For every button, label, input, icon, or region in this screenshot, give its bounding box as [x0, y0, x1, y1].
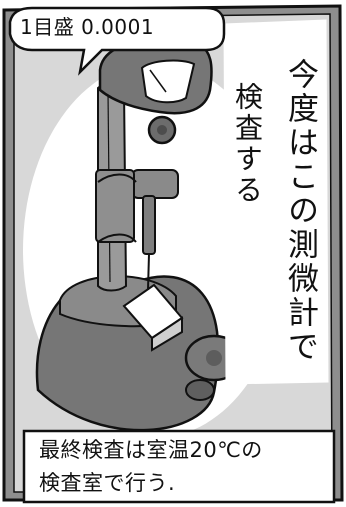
narration-text-left: 検査する	[231, 82, 264, 206]
narration-panel	[223, 19, 329, 385]
spindle-tip	[147, 253, 150, 291]
caption-line-1: 最終検査は室温20℃の	[39, 438, 263, 462]
dial-face	[140, 59, 196, 104]
clamp-strap	[97, 173, 137, 183]
measuring-spindle	[142, 195, 156, 255]
side-wheel	[185, 379, 215, 401]
speech-bubble-text: 1目盛 0.0001	[20, 15, 155, 39]
clamp-strap-lower	[97, 233, 137, 243]
speech-bubble	[8, 6, 226, 76]
caption-line-2: 検査室で行う.	[39, 471, 176, 495]
sample-block-side	[151, 316, 183, 352]
dial-needle	[149, 69, 167, 93]
narration-text-right: 今度はこの測微計で	[282, 58, 318, 364]
caption-box	[22, 429, 336, 504]
adjustment-knob-center	[157, 125, 167, 135]
clamp-body	[95, 169, 135, 243]
clamp-block	[131, 169, 179, 199]
focus-knob-center	[206, 350, 222, 366]
